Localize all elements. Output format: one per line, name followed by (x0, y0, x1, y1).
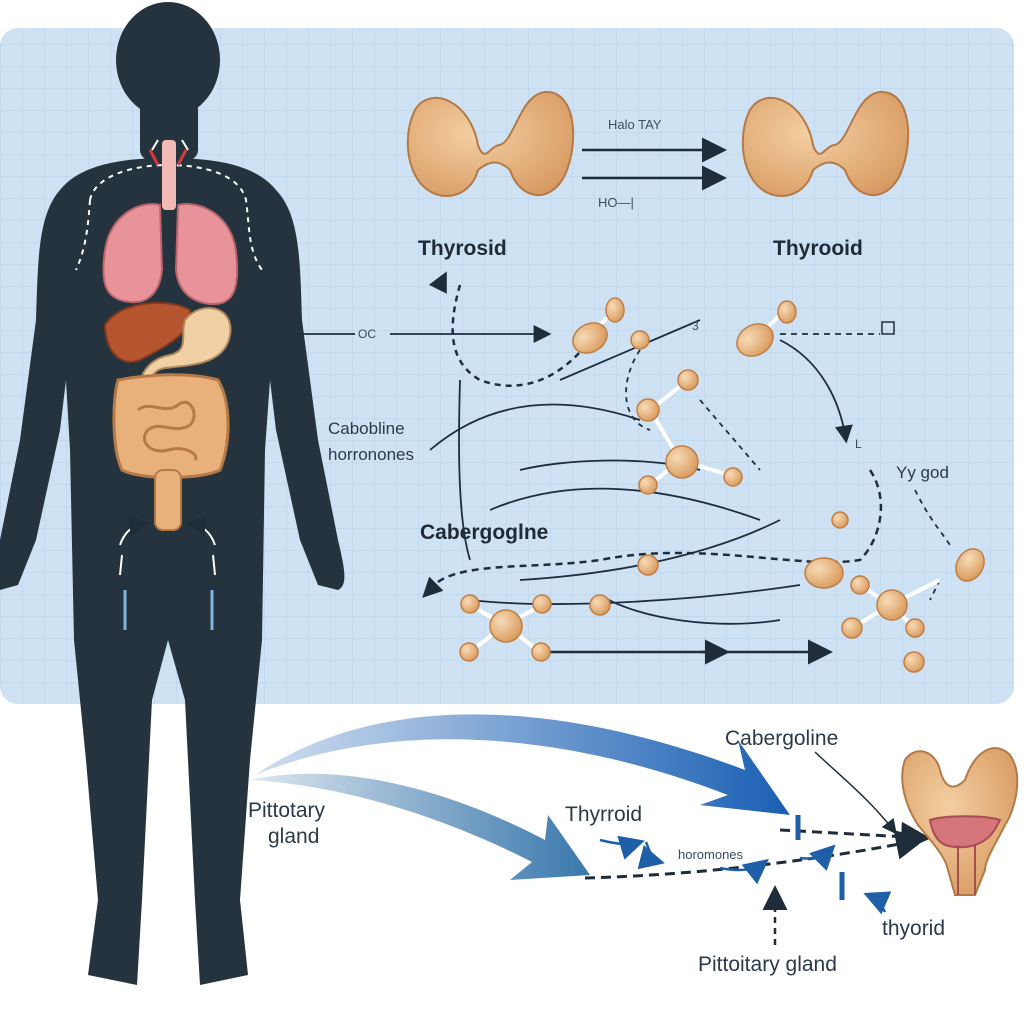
thyroid-gland-right-icon (741, 90, 910, 197)
label-thyrroid: Thyrroid (565, 803, 643, 826)
label-number-3: 3 (692, 319, 699, 333)
label-cabergoline: Cabergoline (725, 727, 839, 750)
trachea-icon (148, 139, 189, 210)
label-l-mark: L (855, 437, 862, 451)
label-horomones: horomones (678, 847, 744, 862)
blue-sweep-arrows (250, 714, 790, 880)
label-yy-god: Yy god (896, 463, 949, 482)
label-pituitary-bottom: Pittoitary gland (698, 953, 837, 976)
label-thyorid: thyorid (882, 917, 946, 940)
thyroid-gland-left-icon (406, 90, 575, 197)
bottom-small-arrows (599, 751, 897, 945)
thyroid-organ-icon (901, 747, 1019, 896)
pathway-lines (300, 271, 951, 665)
torso-arrows (119, 516, 216, 630)
molecule-atoms (459, 297, 985, 673)
label-thyrooid: Thyrooid (773, 237, 863, 260)
small-box-mark (881, 321, 895, 335)
label-cabergoglne: Cabergoglne (420, 521, 549, 544)
label-oc: OC (358, 327, 376, 341)
bottom-flow-lines (584, 821, 931, 880)
label-pituitary-left-2: gland (268, 825, 320, 848)
intestines-icon (112, 373, 230, 531)
lungs-icon (102, 203, 239, 306)
label-thyrosid: Thyrosid (418, 237, 507, 260)
label-cabobline: Cabobline (328, 419, 405, 438)
label-horronones: horronones (328, 445, 415, 464)
label-pituitary-left-1: Pittotary (248, 799, 326, 822)
label-arrow-top: Halo TAY (608, 117, 662, 132)
label-arrow-bottom: HO—| (598, 195, 634, 210)
